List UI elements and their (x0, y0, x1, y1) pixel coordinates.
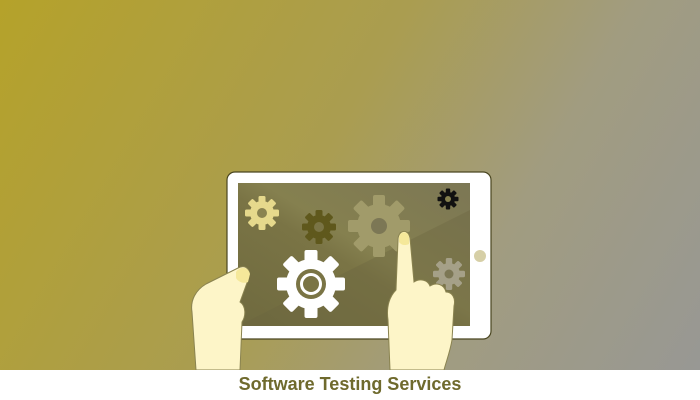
home-button-icon (474, 250, 486, 262)
tablet-illustration (191, 171, 492, 370)
hand-icon (191, 266, 250, 370)
hand-icon (387, 231, 455, 370)
page-title: Software Testing Services (0, 370, 700, 400)
gear-icon (433, 258, 465, 290)
gear-icon (437, 188, 459, 210)
gear-icon (277, 250, 345, 318)
gear-icon (245, 196, 279, 230)
hero-banner (0, 0, 700, 370)
gear-icon (348, 195, 410, 257)
gear-icon (302, 210, 336, 244)
